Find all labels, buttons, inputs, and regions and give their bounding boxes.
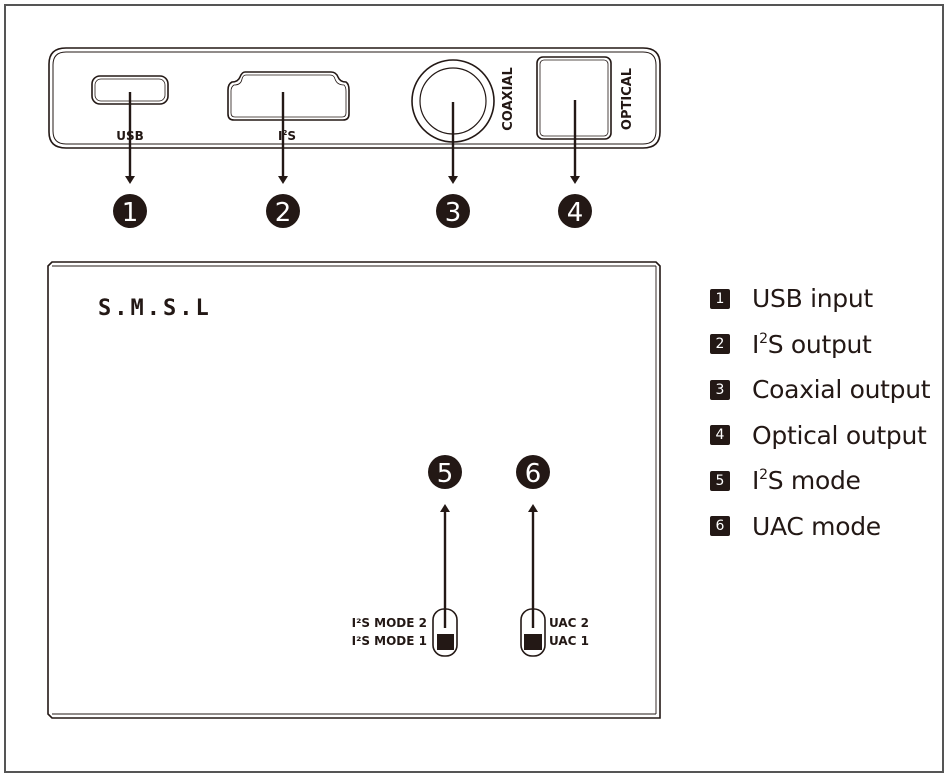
legend-label: Coaxial output xyxy=(752,375,931,405)
callout-5: 5 xyxy=(428,455,462,489)
figure-frame xyxy=(4,4,944,773)
legend-item-coaxial-output: 3 Coaxial output xyxy=(710,367,945,413)
legend-badge: 4 xyxy=(710,425,730,446)
svg-text:4: 4 xyxy=(567,198,584,228)
svg-text:1: 1 xyxy=(122,198,139,228)
svg-text:3: 3 xyxy=(445,198,462,228)
legend-badge: 2 xyxy=(710,334,730,355)
front-arrows xyxy=(125,92,580,184)
legend-item-i2s-mode: 5 I2S mode xyxy=(710,458,945,504)
svg-text:2: 2 xyxy=(275,198,292,228)
uac-2-label: UAC 2 xyxy=(549,616,589,630)
legend-badge: 5 xyxy=(710,470,730,491)
svg-text:6: 6 xyxy=(525,459,542,489)
i2s-mode-1-label: I²S MODE 1 xyxy=(352,634,427,648)
callout-3: 3 xyxy=(436,194,470,228)
i2s-port-label: I2S xyxy=(278,129,296,143)
legend-item-i2s-output: 2 I2S output xyxy=(710,322,945,368)
switch-arrows xyxy=(440,504,538,628)
legend-label: UAC mode xyxy=(752,511,881,541)
i2s-mode-2-label: I²S MODE 2 xyxy=(352,616,427,630)
callout-4: 4 xyxy=(558,194,592,228)
legend-badge: 3 xyxy=(710,379,730,400)
svg-text:5: 5 xyxy=(437,459,454,489)
top-panel xyxy=(47,261,661,719)
legend-badge: 6 xyxy=(710,516,730,537)
i2s-switch-knob xyxy=(437,634,454,650)
i2s-mode-switch[interactable] xyxy=(432,608,458,657)
uac-switch-knob xyxy=(524,634,542,650)
legend-item-usb-input: 1 USB input xyxy=(710,276,945,322)
uac-mode-switch[interactable] xyxy=(520,608,546,657)
legend-label: USB input xyxy=(752,284,873,314)
callout-1: 1 xyxy=(113,194,147,228)
legend-label: Optical output xyxy=(752,420,927,450)
brand-logo: S.M.S.L xyxy=(98,296,212,321)
legend-label: I2S mode xyxy=(752,466,861,496)
legend-item-uac-mode: 6 UAC mode xyxy=(710,504,945,550)
legend-badge: 1 xyxy=(710,288,730,309)
legend: 1 USB input 2 I2S output 3 Coaxial outpu… xyxy=(710,276,945,549)
coaxial-port-label: COAXIAL xyxy=(501,67,516,131)
front-panel: USB I2S COAXIAL OPTICAL xyxy=(48,47,661,149)
uac-1-label: UAC 1 xyxy=(549,634,589,648)
legend-item-optical-output: 4 Optical output xyxy=(710,413,945,459)
optical-port-label: OPTICAL xyxy=(620,68,635,130)
i2s-port-icon xyxy=(227,71,350,121)
callout-6: 6 xyxy=(516,455,550,489)
callout-2: 2 xyxy=(266,194,300,228)
legend-label: I2S output xyxy=(752,329,872,359)
